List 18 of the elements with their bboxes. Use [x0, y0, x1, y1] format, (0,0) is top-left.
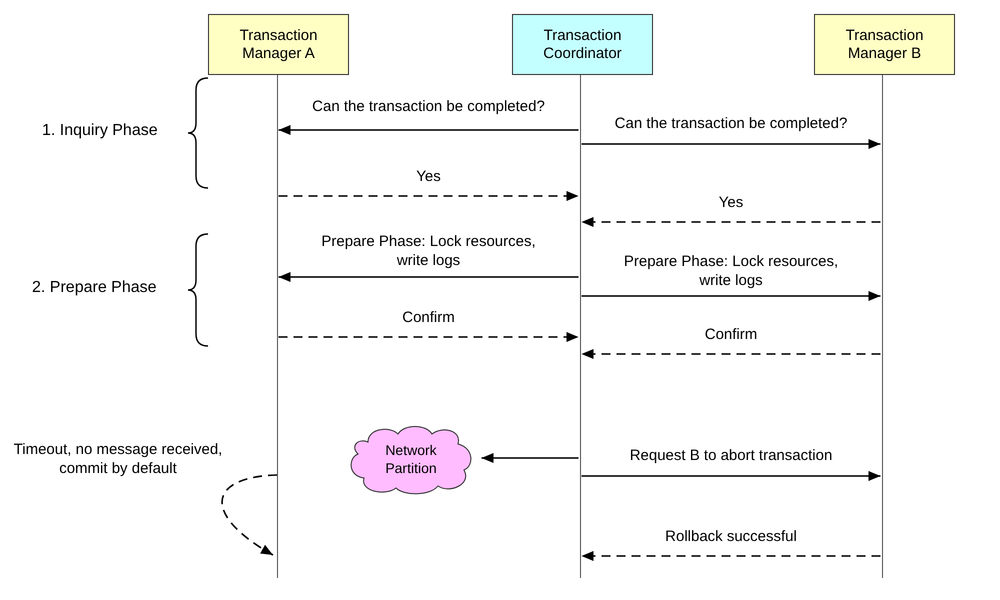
arrow: [278, 332, 578, 342]
phase-label: 1. Inquiry Phase: [42, 121, 158, 141]
phase-label: 2. Prepare Phase: [32, 278, 157, 298]
participant-name: Network Partition: [384, 441, 438, 477]
arrow: [582, 471, 880, 481]
participant-name: Transaction Manager A: [238, 26, 318, 62]
arrow: [582, 217, 880, 227]
arrow: [482, 453, 578, 463]
arrow: [582, 349, 880, 359]
arrow: [278, 191, 578, 201]
participant-name: Transaction Manager B: [844, 26, 924, 62]
arrow: [221, 474, 278, 556]
participant-name: Transaction Coordinator: [542, 26, 623, 62]
arrow: [278, 272, 578, 282]
arrow: [582, 139, 880, 149]
arrow: [582, 551, 880, 561]
arrow: [278, 125, 578, 135]
arrow: [582, 291, 880, 301]
